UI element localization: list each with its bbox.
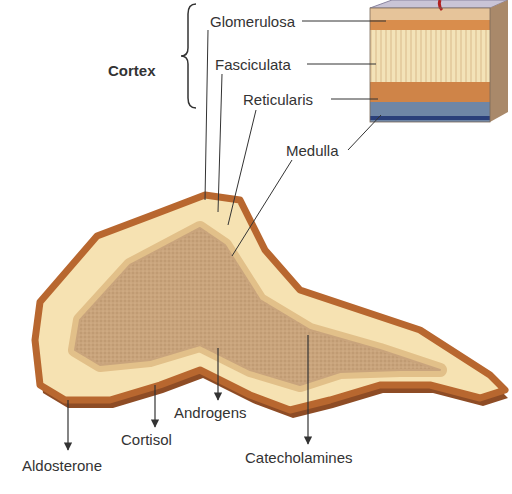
layer-label: Glomerulosa — [210, 13, 295, 30]
hormone-label: Androgens — [174, 404, 247, 421]
hormone-label: Catecholamines — [245, 449, 353, 466]
gland-capsule — [35, 195, 505, 410]
output-arrows — [68, 335, 308, 450]
medulla-region — [75, 228, 440, 385]
leader-lines — [205, 21, 386, 256]
tissue-block — [370, 0, 508, 122]
layer-label: Fasciculata — [215, 56, 291, 73]
reticularis-layer — [75, 228, 440, 385]
cortex-bracket — [181, 4, 196, 108]
hormone-label: Aldosterone — [22, 457, 102, 474]
hormone-label: Cortisol — [121, 431, 172, 448]
layer-label: Reticularis — [243, 91, 313, 108]
group-label: Cortex — [108, 62, 156, 79]
layer-label: Medulla — [286, 142, 339, 159]
